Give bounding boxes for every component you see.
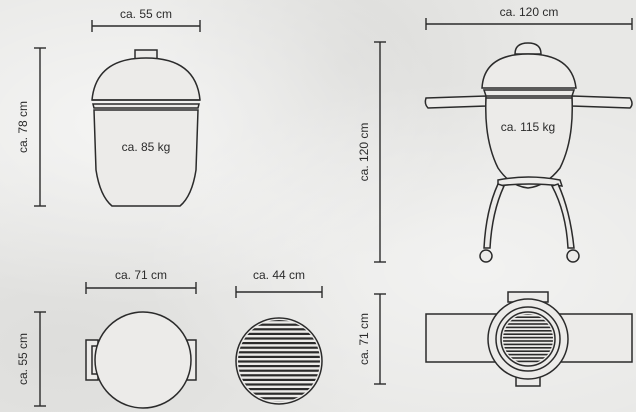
large-grill-left-wheel	[479, 249, 493, 263]
small-grill-band	[92, 103, 200, 109]
small-grill-top-view	[85, 311, 197, 409]
small-top-width-dimension: ca. 71 cm	[85, 268, 197, 294]
grate-bar	[503, 357, 553, 359]
grate-bar	[503, 343, 553, 346]
grate-bar	[503, 333, 553, 335]
grate-bar	[238, 383, 320, 386]
grate-bar	[238, 365, 320, 368]
grate-bar	[238, 378, 320, 381]
large-grill-weight-label: ca. 115 kg	[501, 120, 555, 134]
large-top-grate-bars	[503, 314, 553, 363]
small-top-depth-label: ca. 55 cm	[16, 333, 30, 385]
grate-bar	[238, 374, 320, 377]
small-grill-height-dimension: ca. 78 cm	[16, 47, 46, 207]
large-grill-dome	[481, 53, 577, 89]
small-grill-height-label: ca. 78 cm	[16, 101, 30, 153]
grate-bar	[238, 392, 320, 395]
grate-bar	[238, 369, 320, 372]
small-grill-weight-label: ca. 85 kg	[122, 140, 171, 154]
large-top-depth-label: ca. 71 cm	[357, 313, 371, 365]
grate-bar	[503, 326, 553, 329]
grate-bar	[503, 353, 553, 356]
grate-bar	[238, 397, 320, 400]
grate-bar	[503, 336, 553, 339]
grate-bar	[503, 340, 553, 342]
large-grill-left-leg	[483, 183, 506, 249]
large-grill-side-view: ca. 115 kg	[424, 42, 633, 263]
grate-bar	[238, 328, 320, 331]
grate-bar	[503, 314, 553, 315]
grill-grate	[235, 317, 323, 405]
grate-diameter-label: ca. 44 cm	[253, 268, 305, 282]
grate-bar	[238, 360, 320, 363]
grate-bars	[238, 320, 320, 402]
large-grill-right-shelf	[571, 95, 633, 109]
grate-bar	[503, 319, 553, 322]
grate-bar	[238, 355, 320, 358]
large-grill-left-shelf	[424, 95, 487, 109]
large-grill-top-view	[425, 291, 633, 387]
grate-bar	[238, 346, 320, 349]
grate-bar	[238, 351, 320, 354]
small-top-depth-dimension: ca. 55 cm	[16, 311, 46, 407]
large-grill-body	[485, 97, 573, 189]
grate-bar	[238, 342, 320, 345]
grate-bar	[503, 330, 553, 332]
grate-diameter-dimension: ca. 44 cm	[235, 268, 323, 298]
small-top-width-label: ca. 71 cm	[115, 268, 167, 282]
small-top-lid-circle	[94, 311, 192, 409]
large-top-depth-dimension: ca. 71 cm	[357, 293, 386, 385]
large-grill-width-dimension: ca. 120 cm	[425, 5, 633, 30]
grate-bar	[238, 332, 320, 335]
grate-bar	[238, 401, 320, 402]
large-grill-right-leg	[550, 183, 575, 249]
large-grill-right-wheel	[566, 249, 580, 263]
grate-bar	[238, 337, 320, 340]
grate-bar	[238, 323, 320, 326]
grate-bar	[503, 323, 553, 325]
grate-bar	[503, 347, 553, 349]
grate-bar	[503, 316, 553, 318]
grate-bar	[238, 320, 320, 322]
grate-bar	[238, 388, 320, 391]
large-grill-height-label: ca. 120 cm	[357, 123, 371, 182]
small-grill-side-view: ca. 85 kg	[91, 49, 201, 207]
grate-bar	[503, 350, 553, 352]
small-grill-body	[93, 109, 199, 207]
large-grill-width-label: ca. 120 cm	[500, 5, 559, 19]
large-grill-stand-ring	[497, 176, 564, 187]
large-top-grate-ring	[500, 311, 556, 367]
large-grill-band	[482, 89, 576, 97]
large-grill-height-dimension: ca. 120 cm	[357, 41, 386, 263]
grate-bar	[503, 360, 553, 363]
large-grill-vent-cap	[514, 42, 542, 55]
small-grill-dome	[91, 57, 201, 101]
small-grill-width-label: ca. 55 cm	[120, 7, 172, 21]
small-grill-width-dimension: ca. 55 cm	[91, 7, 201, 32]
